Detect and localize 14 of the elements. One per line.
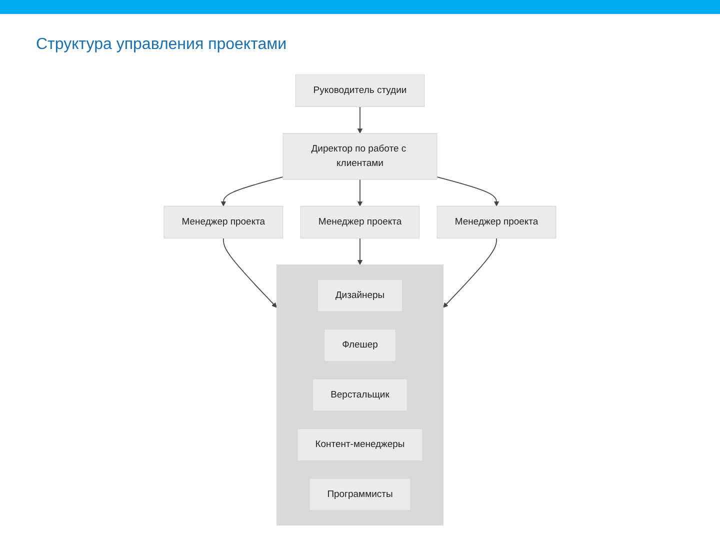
arrow [223,238,277,308]
node-box: Менеджер проекта [436,206,556,238]
arrow [357,179,363,206]
arrow [220,176,284,206]
title: Структура управления проектами [36,36,287,54]
node-box: Менеджер проекта [164,206,284,238]
arrow [443,238,497,308]
arrow [357,238,363,265]
node-box: Менеджер проекта [300,206,420,238]
node-box: Директор по работе с клиентами [282,133,438,180]
arrow [436,176,500,206]
cluster [276,264,444,526]
arrow [357,106,363,134]
node-box: Руководитель студии [295,74,425,107]
